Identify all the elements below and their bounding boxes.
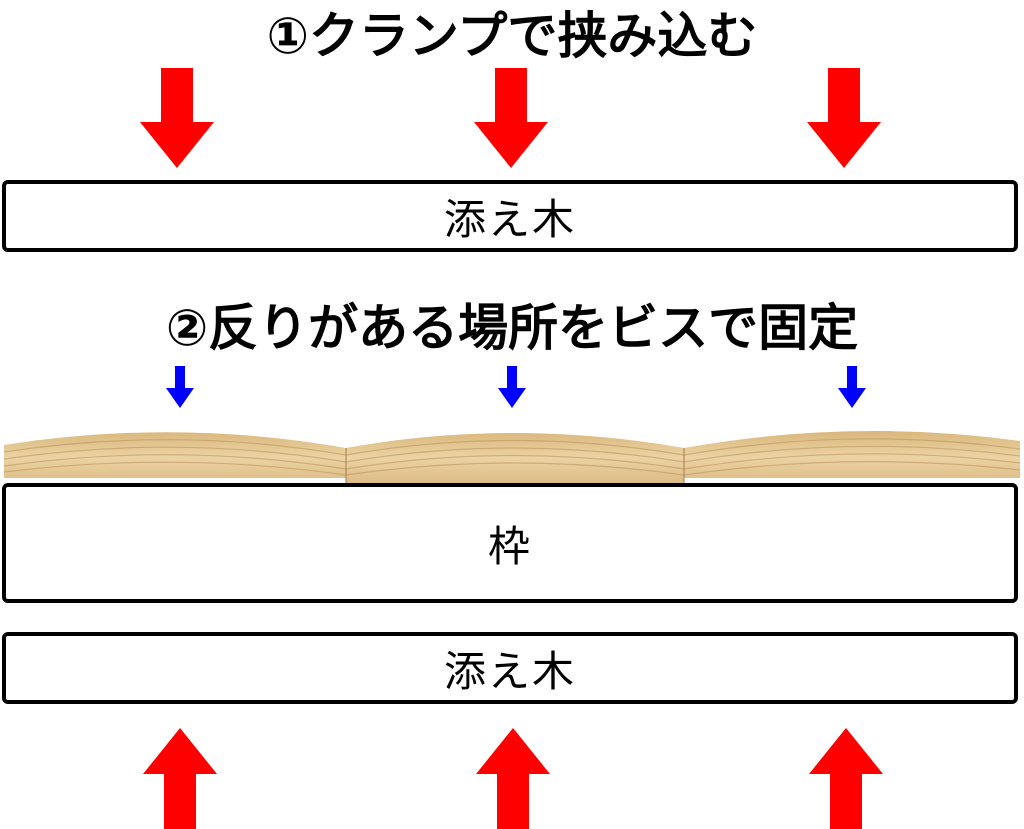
arrow-down-icon — [807, 68, 881, 168]
brace-board-top-label: 添え木 — [443, 194, 576, 244]
brace-board-bottom-label: 添え木 — [443, 646, 576, 696]
arrow-down-icon — [498, 366, 526, 408]
arrow-down-icon — [140, 68, 214, 168]
arrow-up-icon — [143, 728, 217, 829]
brace-board-top: 添え木 — [2, 180, 1018, 252]
step1-title: ①クランプで挟み込む — [266, 7, 758, 65]
frame-board: 枠 — [2, 483, 1018, 603]
frame-board-label: 枠 — [487, 521, 532, 571]
arrow-down-icon — [166, 366, 194, 408]
brace-board-bottom: 添え木 — [2, 632, 1018, 704]
arrow-down-icon — [474, 68, 548, 168]
arrow-down-icon — [838, 366, 866, 408]
arrow-up-icon — [476, 728, 550, 829]
arrow-up-icon — [809, 728, 883, 829]
step2-title: ②反りがある場所をビスで固定 — [165, 299, 859, 357]
